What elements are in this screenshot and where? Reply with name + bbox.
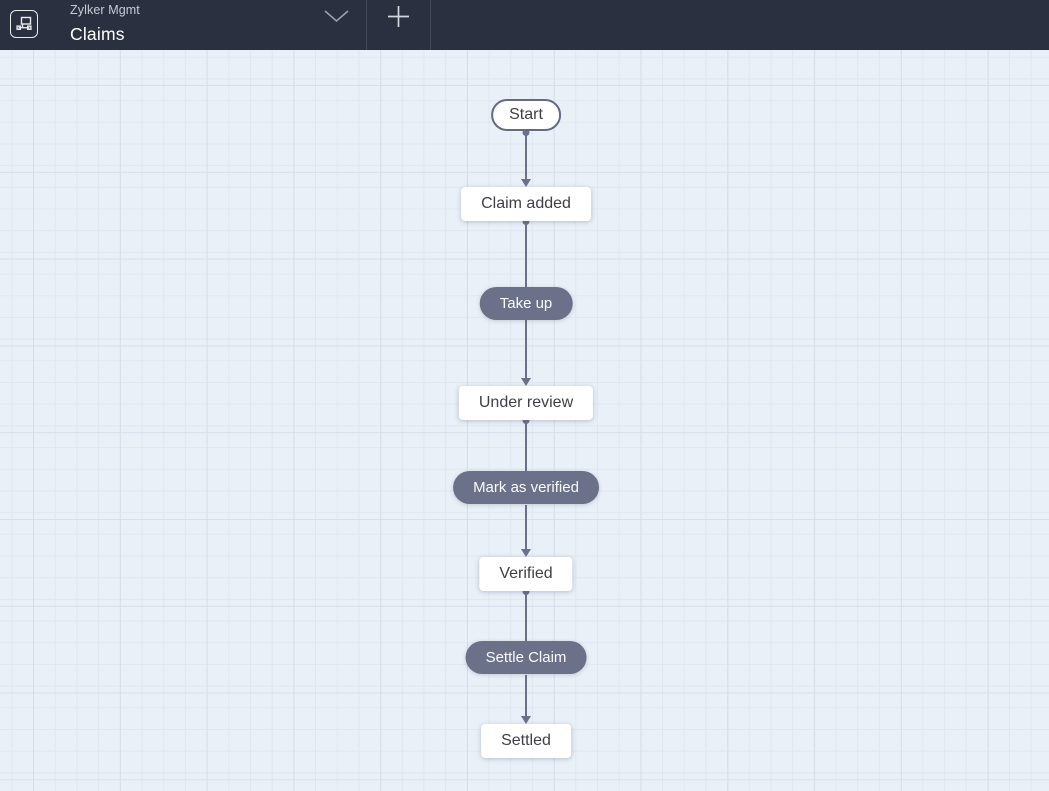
plus-icon [386, 4, 411, 29]
node-claim-added[interactable]: Claim added [461, 187, 591, 221]
node-settle-claim[interactable]: Settle Claim [465, 641, 587, 674]
node-under-review[interactable]: Under review [458, 386, 594, 420]
connector-claim-added-to-take-up [525, 220, 527, 287]
org-name: Zylker Mgmt [70, 3, 140, 17]
node-take-up[interactable]: Take up [479, 287, 573, 320]
connector-mark-as-verified-to-verified [525, 505, 527, 550]
node-settled[interactable]: Settled [481, 724, 571, 758]
top-bar: Zylker Mgmt Claims [0, 0, 1049, 50]
blueprint-icon [10, 10, 38, 38]
connector-start-to-claim-added [525, 131, 527, 180]
header-divider [366, 0, 367, 50]
process-tab-labels: Zylker Mgmt Claims [70, 3, 140, 44]
header-divider-2 [430, 0, 431, 50]
connector-take-up-to-under-review [525, 319, 527, 379]
node-verified[interactable]: Verified [479, 557, 573, 591]
node-mark-as-verified[interactable]: Mark as verified [453, 471, 599, 504]
connector-under-review-to-mark-as-verified [525, 419, 527, 471]
add-process-button[interactable] [367, 0, 430, 50]
chevron-down-icon[interactable] [323, 8, 350, 25]
node-start[interactable]: Start [491, 99, 561, 131]
process-title: Claims [70, 23, 125, 44]
process-tab[interactable]: Zylker Mgmt Claims [0, 0, 366, 50]
connector-settle-claim-to-settled [525, 675, 527, 717]
connector-verified-to-settle-claim [525, 590, 527, 641]
blueprint-canvas[interactable]: Start Claim added Take up Under review M… [0, 50, 1049, 791]
